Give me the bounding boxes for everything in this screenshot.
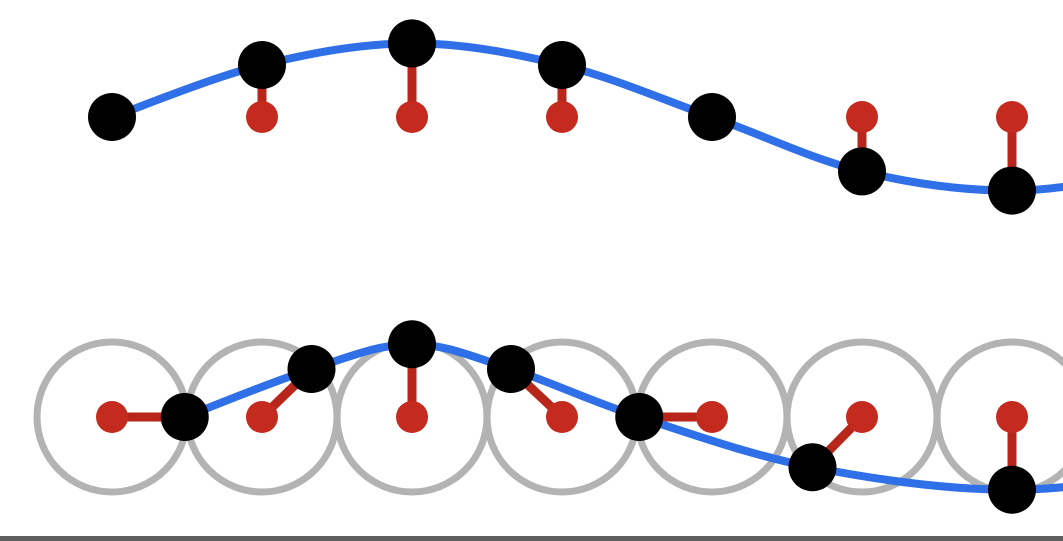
- rest-point: [96, 401, 128, 433]
- particle: [615, 393, 664, 441]
- particle: [788, 443, 837, 492]
- particle: [838, 147, 886, 196]
- particle: [487, 345, 535, 393]
- particle: [988, 166, 1036, 215]
- particle: [988, 465, 1036, 514]
- rest-point: [546, 101, 578, 133]
- bottom-divider: [0, 536, 1063, 541]
- rest-point: [696, 401, 728, 433]
- transverse-wave-panel: [88, 19, 1063, 215]
- rest-point: [546, 401, 578, 433]
- rest-point: [846, 101, 878, 133]
- particle: [287, 345, 336, 393]
- rest-point: [246, 101, 278, 133]
- rest-point: [396, 101, 428, 133]
- particle: [160, 393, 209, 441]
- rest-point: [396, 401, 428, 433]
- orbital-wave-panel: [33, 320, 1063, 514]
- particle: [238, 41, 286, 89]
- rest-point: [996, 401, 1028, 433]
- particle: [388, 320, 436, 369]
- rest-point: [996, 101, 1028, 133]
- particle: [388, 19, 436, 68]
- particle: [538, 41, 586, 89]
- particle: [88, 93, 136, 141]
- rest-point: [846, 401, 878, 433]
- wave-line: [180, 340, 1063, 494]
- rest-point: [246, 401, 278, 433]
- particle: [688, 93, 736, 141]
